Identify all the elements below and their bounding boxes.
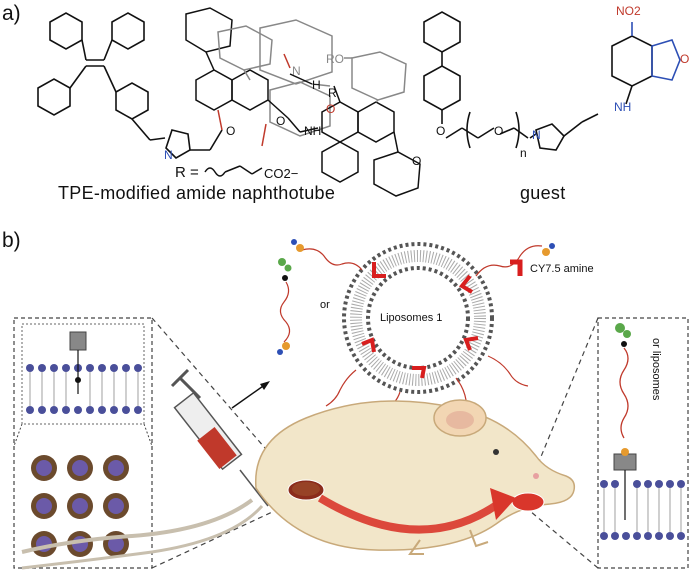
host-o-left: O	[226, 124, 236, 138]
host-o-right: O	[412, 154, 422, 168]
syringe	[170, 368, 269, 507]
tpe-group	[37, 12, 223, 159]
guest-triazole-n: N	[532, 128, 541, 142]
host-caption: TPE-modified amide naphthotube	[58, 183, 336, 203]
guest-o-phenoxy: O	[436, 124, 446, 138]
host-r-label: R	[328, 86, 337, 100]
guest-n-index: n	[520, 146, 527, 160]
panel-b-label: b)	[2, 229, 21, 252]
cy75-legend-icon	[510, 259, 523, 276]
r-group-label: R =	[175, 164, 199, 181]
panel-a-label: a)	[2, 2, 21, 25]
host-o-red: O	[276, 114, 286, 128]
guest-o-peg: O	[494, 124, 504, 138]
tumor-site-right	[511, 492, 545, 512]
host-ro-gray: RO	[326, 52, 344, 66]
right-zoom-box	[597, 317, 689, 569]
liposome	[291, 239, 555, 425]
or-liposomes-label: or liposomes	[650, 338, 662, 401]
triazole-n-left: N	[164, 148, 173, 162]
host-nh-lower: NH	[304, 124, 322, 138]
migration-arrow	[317, 494, 501, 534]
guest-caption: guest	[520, 183, 566, 203]
guest-nbd-o: O	[680, 52, 690, 66]
free-guest	[277, 258, 292, 355]
left-zoom-box	[13, 317, 153, 569]
liposome-label: Liposomes 1	[380, 312, 443, 324]
guest-no2: NO2	[616, 4, 641, 18]
host-n-upper: N	[292, 64, 301, 78]
naphthotube-host	[185, 7, 421, 197]
or-label: or	[320, 299, 330, 311]
co2-label: CO2−	[264, 166, 299, 181]
injection-arrow	[231, 383, 267, 409]
host-h-upper: H	[312, 78, 321, 92]
cy75-label: CY7.5 amine	[530, 263, 594, 275]
host-ro-red: O	[326, 102, 336, 116]
guest-nh: NH	[614, 100, 632, 114]
guest-molecule	[423, 11, 681, 151]
